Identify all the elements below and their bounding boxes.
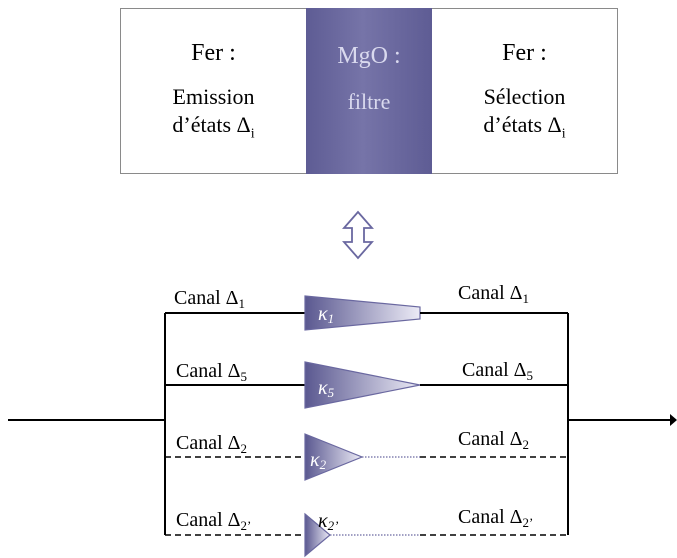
iron-emission-cell: Fer : Emission d’états Δi xyxy=(120,8,306,174)
channel-1-right-label: Canal Δ1 xyxy=(458,282,530,306)
channel-2-left-label: Canal Δ2 xyxy=(176,432,248,456)
channel-2-wedge xyxy=(304,433,364,481)
mgo-filter-title: MgO : xyxy=(337,43,401,69)
channel-5-wedge xyxy=(304,361,421,409)
output-arrowhead-icon xyxy=(670,414,677,426)
channel-2p-left-label: Canal Δ2’ xyxy=(176,509,252,533)
channel-2p-right-label: Canal Δ2’ xyxy=(458,506,534,530)
channel-5-right-label: Canal Δ5 xyxy=(462,359,534,383)
iron-selection-title: Fer : xyxy=(502,40,547,66)
channel-5-left-label: Canal Δ5 xyxy=(176,360,248,384)
mgo-filter-cell: MgO : filtre xyxy=(306,8,432,174)
mgo-filter-description: filtre xyxy=(347,89,391,114)
iron-selection-cell: Fer : Sélection d’états Δi xyxy=(432,8,618,174)
channel-1-left-label: Canal Δ1 xyxy=(174,287,246,311)
kappa-2-label: κ2 xyxy=(310,449,327,472)
equivalence-arrow-icon xyxy=(342,210,374,260)
channel-1-wedge xyxy=(304,295,421,331)
channel-2p-wedge xyxy=(304,512,331,558)
iron-selection-description: Sélection d’états Δi xyxy=(483,84,566,142)
iron-emission-description: Emission d’états Δi xyxy=(172,84,255,142)
channel-2-right-label: Canal Δ2 xyxy=(458,428,530,452)
kappa-1-label: κ1 xyxy=(318,303,335,326)
kappa-2p-label: κ2’ xyxy=(318,510,339,533)
kappa-5-label: κ5 xyxy=(318,377,335,400)
iron-emission-title: Fer : xyxy=(191,40,236,66)
